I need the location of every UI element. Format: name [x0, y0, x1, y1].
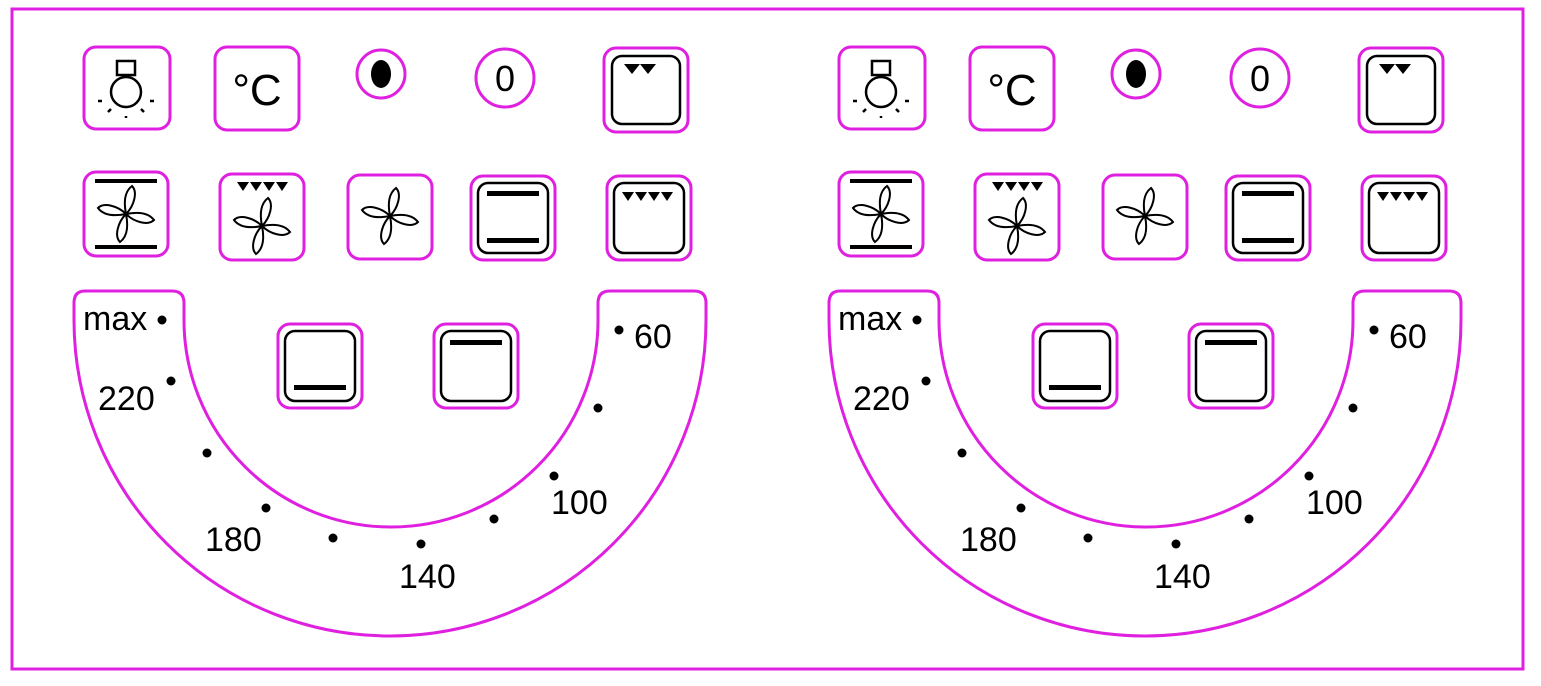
scale-dot — [957, 448, 967, 458]
top-heat-icon — [432, 322, 520, 410]
bottom-heat-icon — [276, 322, 364, 410]
celsius-icon: °C — [968, 45, 1056, 132]
full-grill-icon — [1360, 174, 1448, 262]
fan-grill-icon — [218, 172, 306, 262]
temperature-dial-band — [827, 289, 1463, 638]
celsius-label: °C — [987, 66, 1036, 115]
scale-label-140: 140 — [399, 558, 456, 596]
scale-dot — [921, 376, 931, 386]
temperature-dial-band — [72, 289, 708, 638]
off-indicator-icon: 0 — [1229, 47, 1291, 109]
scale-label-180: 180 — [205, 521, 262, 559]
scale-dot — [328, 533, 338, 543]
scale-dot — [614, 325, 624, 335]
scale-dot — [1083, 533, 1093, 543]
scale-dot — [593, 403, 603, 413]
scale-dot — [1369, 325, 1379, 335]
celsius-label: °C — [232, 66, 281, 115]
top-grill-icon — [602, 46, 690, 134]
off-label: 0 — [495, 58, 515, 99]
top-bottom-heat-icon — [1224, 174, 1312, 262]
scale-dot — [1244, 514, 1254, 524]
scale-label-180: 180 — [960, 521, 1017, 559]
scale-dot — [1304, 471, 1314, 481]
scale-dot — [1016, 503, 1026, 513]
top-heat-icon — [1187, 322, 1275, 410]
scale-dot — [202, 448, 212, 458]
left-control-group: °C 0 — [72, 45, 708, 638]
scale-dot — [549, 471, 559, 481]
fan-top-bottom-heat-icon — [837, 170, 925, 258]
scale-dot — [1348, 403, 1358, 413]
scale-dot — [489, 514, 499, 524]
scale-label-max: max — [838, 300, 902, 338]
scale-label-100: 100 — [551, 484, 608, 522]
on-indicator-icon — [355, 48, 407, 100]
scale-dot — [157, 315, 167, 325]
fan-grill-icon — [973, 172, 1061, 262]
oven-lamp-icon — [82, 45, 172, 131]
top-bottom-heat-icon — [469, 174, 557, 262]
scale-dot — [416, 539, 426, 549]
scale-label-60: 60 — [1389, 318, 1427, 356]
scale-label-220: 220 — [98, 380, 155, 418]
full-grill-icon — [605, 174, 693, 262]
scale-dot — [166, 376, 176, 386]
scale-label-220: 220 — [853, 380, 910, 418]
bottom-heat-icon — [1031, 322, 1119, 410]
off-indicator-icon: 0 — [474, 47, 536, 109]
temperature-scale: max 220 180 140 100 60 — [838, 300, 1427, 596]
scale-dot — [1171, 539, 1181, 549]
fan-top-bottom-heat-icon — [82, 170, 170, 258]
off-label: 0 — [1250, 58, 1270, 99]
scale-label-140: 140 — [1154, 558, 1211, 596]
on-indicator-icon — [1110, 48, 1162, 100]
scale-dot — [912, 315, 922, 325]
scale-label-100: 100 — [1306, 484, 1363, 522]
panel-frame — [10, 7, 1525, 671]
temperature-scale: max 220 180 140 100 60 — [83, 300, 672, 596]
fan-icon — [1101, 173, 1189, 261]
right-control-group: °C 0 — [827, 45, 1463, 638]
top-grill-icon — [1357, 46, 1445, 134]
oven-lamp-icon — [837, 45, 927, 131]
celsius-icon: °C — [213, 45, 301, 132]
fan-icon — [346, 173, 434, 261]
scale-label-60: 60 — [634, 318, 672, 356]
scale-label-max: max — [83, 300, 147, 338]
scale-dot — [261, 503, 271, 513]
